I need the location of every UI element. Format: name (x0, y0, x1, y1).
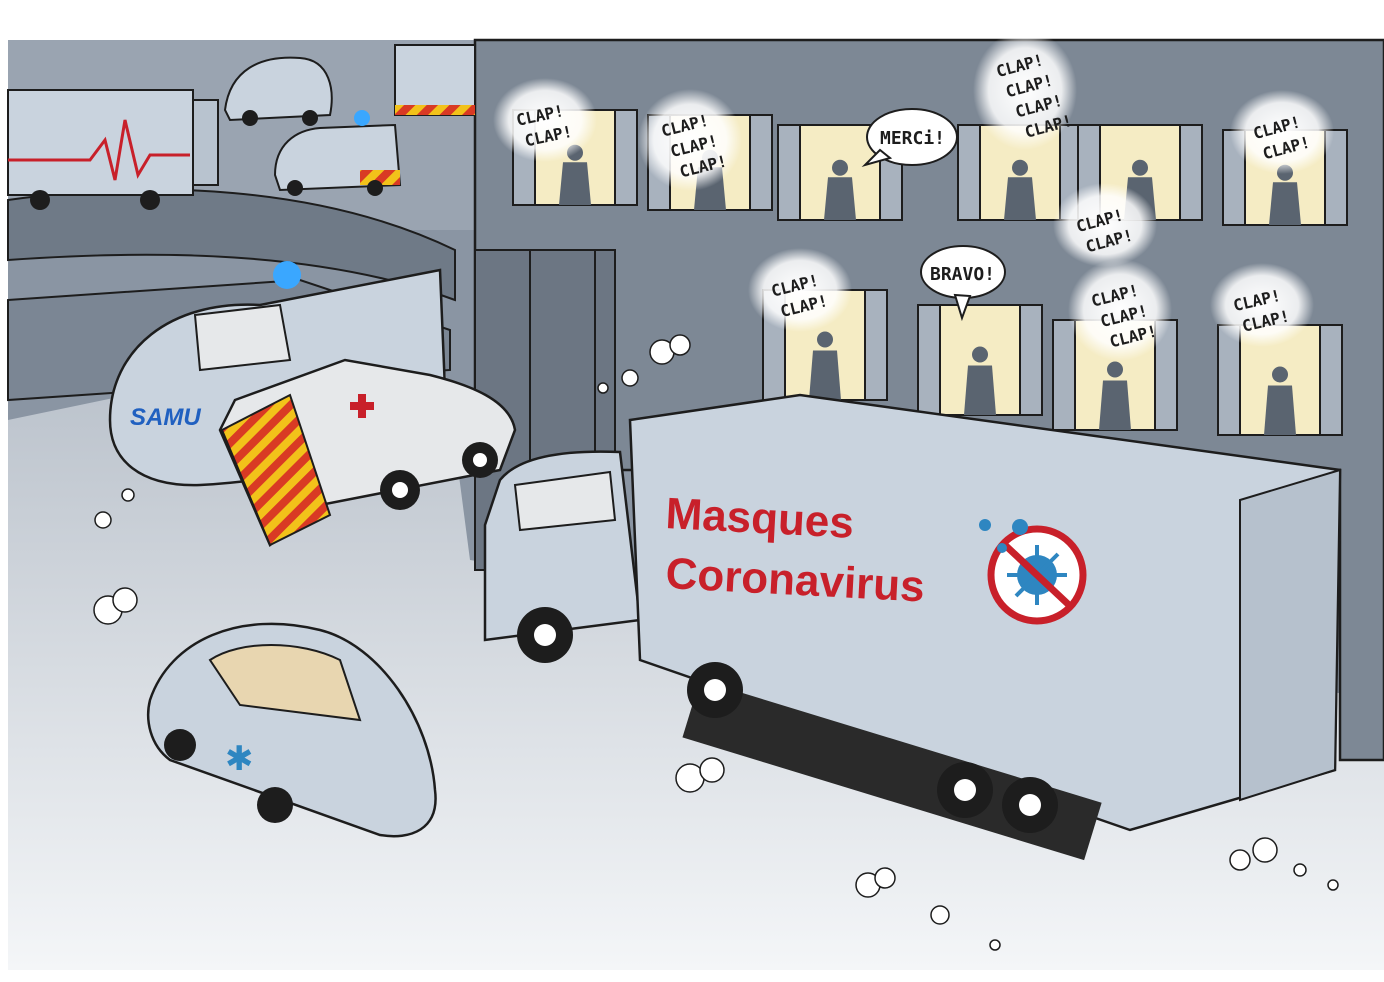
person-silhouette (964, 346, 996, 415)
no-virus-icon (979, 519, 1087, 625)
bravo-text: BRAVO! (930, 264, 995, 285)
merci-text: MERCi! (880, 128, 945, 149)
clap-bubble: CLAP!CLAP! (1210, 263, 1314, 347)
clap-bubble: CLAP!CLAP! (493, 78, 597, 162)
clap-bubble: CLAP!CLAP!CLAP! (638, 89, 742, 191)
clap-bubble: CLAP!CLAP!CLAP!CLAP! (973, 30, 1077, 150)
clap-bubble: CLAP!CLAP! (1053, 183, 1157, 267)
ecg-line-icon (8, 119, 190, 181)
ambulance-mid (273, 110, 402, 196)
samu-label: SAMU (130, 404, 201, 431)
clap-bubble: CLAP!CLAP!CLAP! (1068, 259, 1172, 361)
red-cross-icon (350, 394, 374, 418)
beacon-icon (354, 110, 370, 126)
person-silhouette (824, 159, 856, 220)
flying-ambulance (218, 358, 517, 547)
ambulance-top (394, 44, 476, 116)
star-of-life-icon: ✱ (225, 739, 254, 779)
exhaust-puffs (93, 334, 1339, 951)
truck-label-line1: Masques (664, 489, 855, 548)
beacon-icon (273, 261, 301, 289)
clap-bubble: CLAP!CLAP! (1230, 90, 1334, 174)
ecg-truck (7, 89, 219, 210)
speech-bubble-bravo: BRAVO! (920, 245, 1006, 322)
speech-bubble-merci: MERCi! (861, 108, 958, 167)
masks-truck: Masques Coronavirus (483, 393, 1342, 861)
person-silhouette (1004, 159, 1036, 220)
clap-bubbles: CLAP!CLAP!CLAP!CLAP!CLAP!CLAP!CLAP!CLAP!… (493, 30, 1334, 361)
person-silhouette (809, 331, 841, 400)
window (917, 304, 1043, 416)
clap-bubble: CLAP!CLAP! (748, 248, 852, 332)
small-van-top (223, 56, 333, 126)
ambulance-car: ✱ (146, 622, 437, 838)
person-silhouette (1264, 366, 1296, 435)
person-silhouette (1099, 361, 1131, 430)
